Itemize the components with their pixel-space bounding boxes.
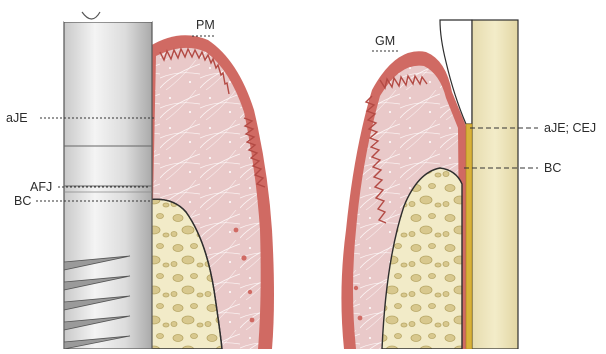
implant-side	[64, 12, 274, 349]
label-bc-left: BC	[14, 194, 31, 208]
tooth-root	[466, 20, 518, 349]
tooth-side	[341, 20, 518, 349]
label-bc-right: BC	[544, 161, 561, 175]
label-pm: PM	[196, 18, 215, 32]
label-afj: AFJ	[30, 180, 52, 194]
label-aje-cej: aJE; CEJ	[544, 121, 596, 135]
label-gm: GM	[375, 34, 395, 48]
label-aje-left: aJE	[6, 111, 28, 125]
